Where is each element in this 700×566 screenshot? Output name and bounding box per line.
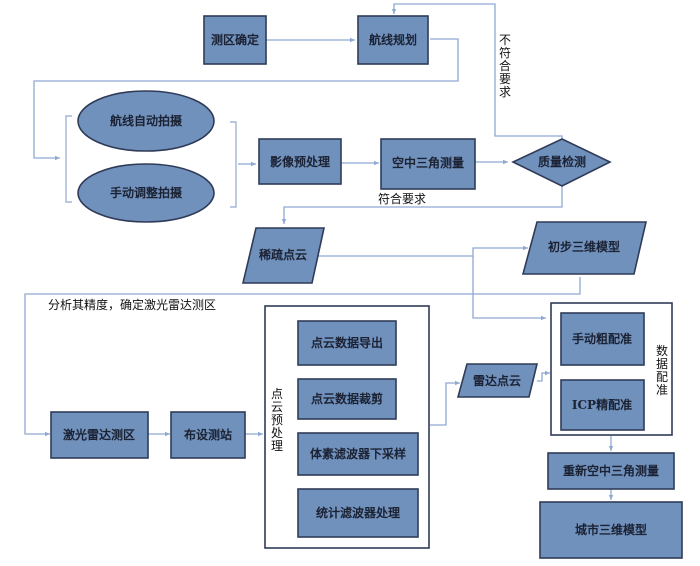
node-manual-coarse-registration-label: 手动粗配准 (572, 331, 632, 346)
edge-quality-fail-loop (391, 3, 563, 140)
node-icp-fine-registration-label: ICP精配准 (572, 397, 632, 412)
edge-sparse-to-initial-model (318, 245, 528, 257)
node-sparse-cloud[interactable]: 稀疏点云 (241, 227, 325, 284)
node-manual-capture-label: 手动调整拍摄 (110, 185, 183, 200)
node-aerial-triangulation-label: 空中三角测量 (392, 155, 464, 170)
node-survey-area[interactable]: 测区确定 (203, 15, 267, 65)
node-re-triangulation[interactable]: 重新空中三角测量 (547, 452, 675, 490)
node-quality-check-label: 质量检测 (538, 154, 586, 169)
capture-left-brace (65, 115, 72, 203)
node-crop-cloud-label: 点云数据裁剪 (311, 391, 383, 406)
node-icp-fine-registration[interactable]: ICP精配准 (560, 379, 645, 431)
node-initial-3d-model-label: 初步三维模型 (548, 239, 620, 254)
group-preprocess-char: 点 (271, 387, 283, 401)
group-registration-char: 数 (656, 343, 668, 358)
node-re-triangulation-label: 重新空中三角测量 (563, 463, 659, 478)
group-registration-label: 数 据 配 准 (656, 343, 668, 397)
group-registration-char: 据 (656, 357, 668, 371)
node-image-preprocess[interactable]: 影像预处理 (258, 138, 342, 185)
edge-lidar-cloud-to-registration (537, 370, 550, 382)
edge-label-not-meet-char: 要 (499, 72, 511, 86)
group-registration-char: 配 (656, 370, 668, 384)
edge-preprocess-to-lidar-cloud (430, 380, 460, 426)
edge-quality-pass-to-sparse (281, 186, 563, 224)
group-preprocess-label: 点 云 预 处 理 (271, 387, 283, 453)
node-auto-capture-label: 航线自动拍摄 (110, 113, 183, 128)
node-lidar-area[interactable]: 激光雷达测区 (50, 411, 149, 459)
node-statistical-filter[interactable]: 统计滤波器处理 (297, 488, 419, 538)
node-auto-capture[interactable]: 航线自动拍摄 (77, 90, 215, 152)
group-preprocess-char: 云 (271, 400, 283, 414)
node-export-cloud-label: 点云数据导出 (311, 335, 383, 350)
edge-initial-model-to-lidar (24, 277, 581, 437)
node-voxel-filter-label: 体素滤波器下采样 (310, 446, 406, 461)
node-statistical-filter-label: 统计滤波器处理 (316, 505, 400, 520)
node-route-planning-label: 航线规划 (369, 32, 417, 47)
node-quality-check[interactable]: 质量检测 (511, 138, 612, 187)
node-survey-area-label: 测区确定 (211, 32, 259, 47)
node-lidar-area-label: 激光雷达测区 (63, 427, 135, 442)
group-registration-char: 准 (656, 383, 668, 397)
node-lidar-cloud[interactable]: 雷达点云 (456, 363, 539, 398)
node-sparse-cloud-label: 稀疏点云 (259, 247, 307, 262)
edge-label-not-meet: 不 符 合 要 求 (499, 33, 511, 99)
edge-sparse-to-registration (472, 256, 546, 321)
node-manual-capture[interactable]: 手动调整拍摄 (77, 163, 215, 223)
edge-label-not-meet-char: 不 (499, 33, 511, 47)
group-preprocess-char: 理 (271, 439, 283, 453)
capture-right-brace (230, 121, 237, 208)
edge-label-analyze: 分析其精度，确定激光雷达测区 (48, 297, 216, 312)
node-export-cloud[interactable]: 点云数据导出 (297, 320, 397, 366)
edge-label-not-meet-char: 求 (499, 85, 511, 99)
node-city-3d-model[interactable]: 城市三维模型 (539, 501, 683, 559)
edge-route-to-capture (33, 38, 459, 161)
edge-label-meet: 符合要求 (378, 191, 426, 206)
node-initial-3d-model[interactable]: 初步三维模型 (521, 221, 648, 275)
node-route-planning[interactable]: 航线规划 (357, 15, 429, 65)
group-preprocess-char: 处 (271, 426, 283, 440)
node-station-setup-label: 布设测站 (184, 427, 232, 442)
node-aerial-triangulation[interactable]: 空中三角测量 (380, 138, 476, 190)
node-manual-coarse-registration[interactable]: 手动粗配准 (560, 312, 645, 366)
node-voxel-filter[interactable]: 体素滤波器下采样 (297, 432, 419, 476)
node-station-setup[interactable]: 布设测站 (170, 411, 246, 459)
node-lidar-cloud-label: 雷达点云 (473, 373, 521, 388)
edge-label-not-meet-char: 合 (499, 58, 511, 73)
node-city-3d-model-label: 城市三维模型 (575, 522, 647, 537)
node-crop-cloud[interactable]: 点云数据裁剪 (297, 378, 397, 420)
node-image-preprocess-label: 影像预处理 (270, 154, 330, 169)
group-preprocess-char: 预 (271, 413, 283, 427)
edge-label-not-meet-char: 符 (499, 45, 511, 60)
